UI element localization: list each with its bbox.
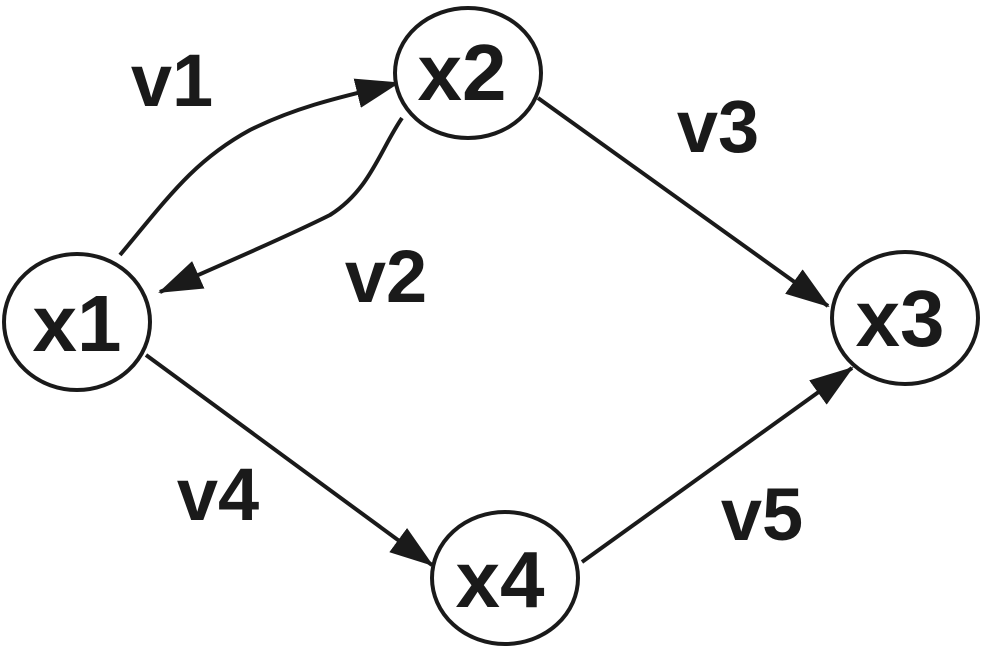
edge-label-v3: v3: [677, 85, 759, 168]
node-x2-label: x2: [418, 28, 507, 117]
node-x4: x4: [430, 510, 580, 646]
edge-v3: [536, 96, 830, 308]
edge-v5: [580, 366, 854, 564]
node-x4-label: x4: [456, 535, 545, 624]
edge-label-v1: v1: [131, 39, 213, 122]
edge-v4: [144, 353, 434, 567]
edge-v2: [158, 116, 404, 294]
node-x1-label: x1: [33, 279, 122, 368]
edge-label-v4: v4: [177, 453, 259, 536]
node-x3: x3: [830, 250, 980, 386]
edge-label-v2: v2: [345, 235, 427, 318]
node-x2: x2: [393, 6, 543, 140]
node-x1: x1: [2, 252, 152, 392]
edge-label-v5: v5: [721, 473, 803, 556]
node-x3-label: x3: [856, 274, 945, 363]
edge-v1: [118, 78, 400, 257]
